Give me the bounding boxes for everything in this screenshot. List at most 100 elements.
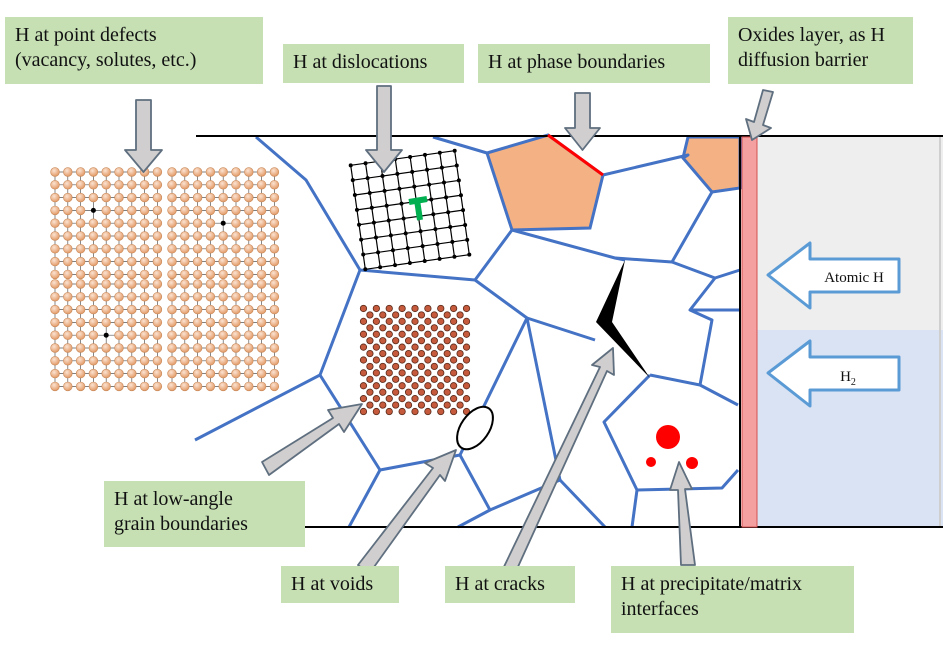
lattice-atom xyxy=(180,167,190,177)
lagb-atom xyxy=(417,388,426,396)
dislocation-grid-node xyxy=(463,222,468,227)
lattice-atom xyxy=(218,343,228,353)
lagb-atom xyxy=(392,324,400,332)
lattice-atom xyxy=(139,256,150,267)
lattice-atom xyxy=(205,192,216,203)
lattice-atom xyxy=(114,368,124,379)
lagb-atom xyxy=(372,407,380,416)
lagb-atom xyxy=(450,317,458,325)
lagb-atom xyxy=(359,395,368,403)
lattice-atom xyxy=(205,279,216,289)
lattice-atom xyxy=(205,343,216,353)
lattice-atom xyxy=(152,279,163,289)
lattice-atom xyxy=(192,356,203,366)
lagb-atom xyxy=(372,304,380,313)
lattice-atom xyxy=(114,192,124,203)
lattice-atom xyxy=(269,180,280,190)
lattice-atom xyxy=(231,381,241,392)
label-precipitates-line2: interfaces xyxy=(621,598,699,620)
lattice-atom xyxy=(152,180,163,190)
lattice-atom xyxy=(244,180,254,190)
lattice-atom xyxy=(269,381,280,392)
lattice-atom xyxy=(269,343,280,353)
lagb-atom xyxy=(359,317,368,325)
lagb-atom xyxy=(385,382,393,390)
point-defect xyxy=(103,332,109,338)
lagb-atom xyxy=(411,395,419,403)
arrow-precipitates xyxy=(669,461,696,566)
lattice-atom xyxy=(205,381,216,392)
lagb-atom xyxy=(404,401,413,409)
precipitate-small xyxy=(686,457,698,469)
dislocation-grid-line xyxy=(424,154,441,259)
lattice-atom xyxy=(231,292,241,302)
lattice-atom xyxy=(127,269,137,280)
label-phase-boundaries-text: H at phase boundaries xyxy=(488,51,666,73)
lattice-atom xyxy=(269,269,280,280)
lattice-atom xyxy=(205,330,216,340)
lattice-atom xyxy=(256,192,267,203)
lagb-atom xyxy=(424,304,432,313)
lagb-atom xyxy=(404,337,413,345)
lagb-atom xyxy=(417,349,426,358)
dislocation-grid-node xyxy=(361,252,366,257)
lagb-atom xyxy=(462,356,471,364)
dislocation-grid-line xyxy=(354,179,459,196)
lattice-atom xyxy=(152,269,163,280)
lattice-atom xyxy=(114,231,124,241)
lagb-atom xyxy=(392,388,400,396)
lattice-atom xyxy=(139,368,150,379)
lattice-atom xyxy=(218,244,228,254)
lattice-atom xyxy=(75,205,86,216)
lattice-atom xyxy=(75,381,86,392)
lagb-atom xyxy=(379,388,387,396)
lattice-atom xyxy=(231,167,241,177)
lattice-atom xyxy=(75,167,86,177)
dislocation-grid-node xyxy=(363,161,368,166)
dislocation-grid-line xyxy=(439,152,456,257)
lagb-atom xyxy=(411,330,419,338)
lattice-atom xyxy=(114,330,124,340)
lattice-atom xyxy=(269,256,280,267)
lagb-atom xyxy=(379,362,387,371)
lattice-atom xyxy=(63,180,73,190)
lattice-atom xyxy=(75,292,86,302)
lagb-atom xyxy=(385,317,393,325)
lattice-atom xyxy=(127,317,137,328)
lattice-atom xyxy=(192,192,203,203)
lattice-atom xyxy=(127,330,137,340)
lattice-atom xyxy=(101,368,111,379)
lattice-atom xyxy=(75,317,86,328)
lagb-atom xyxy=(430,401,438,409)
dislocation-grid-node xyxy=(367,190,372,195)
dislocation-grid-node xyxy=(352,193,357,198)
lagb-atom xyxy=(462,343,471,351)
lattice-atom xyxy=(180,279,190,289)
lattice-atom xyxy=(127,279,137,289)
lagb-atom xyxy=(443,337,451,345)
lagb-atom xyxy=(450,330,458,338)
lattice-atom xyxy=(180,192,190,203)
lagb-atom xyxy=(404,362,413,371)
lagb-atom xyxy=(462,317,471,325)
lagb-atom xyxy=(366,401,374,409)
lattice-atom xyxy=(167,192,177,203)
lattice-atom xyxy=(244,330,254,340)
phase-grain-right xyxy=(681,135,742,194)
lattice-atom xyxy=(88,356,99,366)
lattice-atom xyxy=(256,231,267,241)
lattice-atom xyxy=(75,269,86,280)
lattice-atom xyxy=(231,317,241,328)
lattice-atom xyxy=(192,205,203,216)
dislocation-grid-node xyxy=(450,239,455,244)
lagb-atom xyxy=(411,304,419,313)
arrow-dislocations xyxy=(365,85,403,173)
lattice-atom xyxy=(88,231,99,241)
lagb-atom xyxy=(359,407,368,416)
lagb-atom xyxy=(450,356,458,364)
lagb-atom xyxy=(437,356,445,364)
dislocation-grid-node xyxy=(418,229,423,234)
dislocation-grid-node xyxy=(465,237,470,242)
lattice-atom xyxy=(152,330,163,340)
lattice-atom xyxy=(218,368,228,379)
